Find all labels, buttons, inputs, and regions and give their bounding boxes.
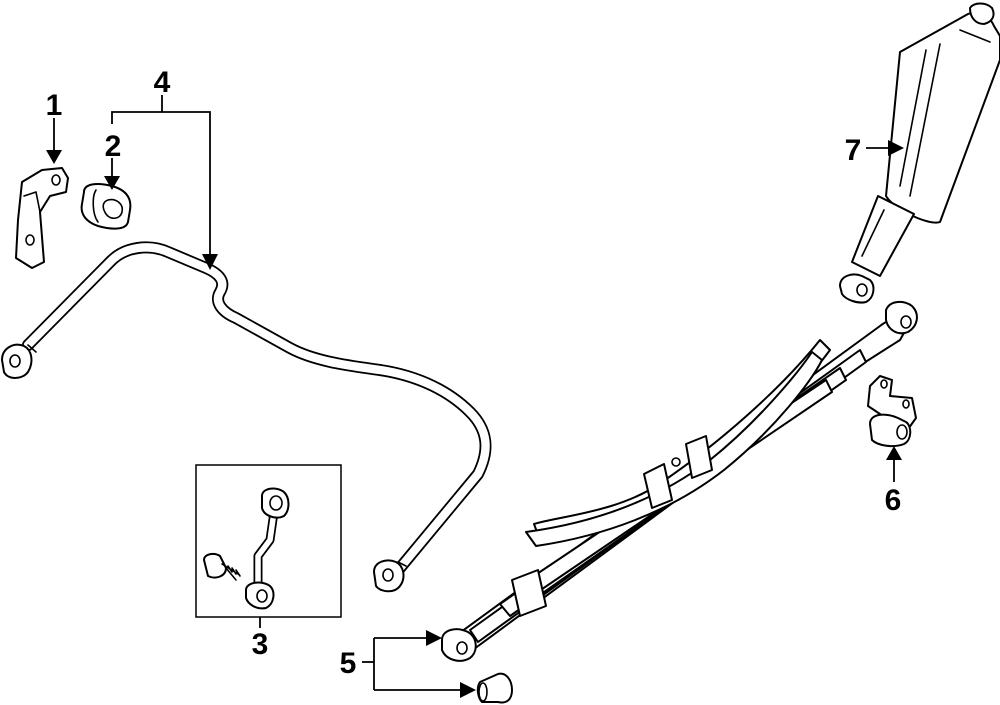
callout-4: 4 bbox=[154, 66, 171, 99]
stabilizer-bar-part[interactable] bbox=[1, 241, 492, 593]
callout-6: 6 bbox=[885, 484, 902, 517]
callout-5: 5 bbox=[340, 647, 357, 680]
callout-3: 3 bbox=[252, 628, 269, 661]
callout-2-leader bbox=[104, 158, 120, 190]
shock-absorber-part[interactable] bbox=[839, 2, 1000, 304]
stabilizer-link-part[interactable] bbox=[203, 487, 290, 610]
callout-4-leader bbox=[111, 95, 218, 270]
link-detail-box bbox=[195, 464, 342, 618]
callout-1: 1 bbox=[46, 89, 63, 122]
callout-7: 7 bbox=[845, 134, 862, 167]
callout-1-leader bbox=[46, 118, 62, 164]
stabilizer-bracket-part[interactable] bbox=[15, 167, 69, 269]
callout-7-leader bbox=[866, 140, 904, 156]
stabilizer-bushing-part[interactable] bbox=[80, 183, 132, 230]
spring-bushing-part[interactable] bbox=[476, 672, 513, 704]
callout-5-leader bbox=[362, 630, 476, 698]
spring-shackle-part[interactable] bbox=[867, 375, 917, 448]
leaf-spring-part[interactable] bbox=[441, 300, 918, 662]
callout-6-leader bbox=[886, 446, 902, 482]
callout-2: 2 bbox=[105, 130, 122, 163]
